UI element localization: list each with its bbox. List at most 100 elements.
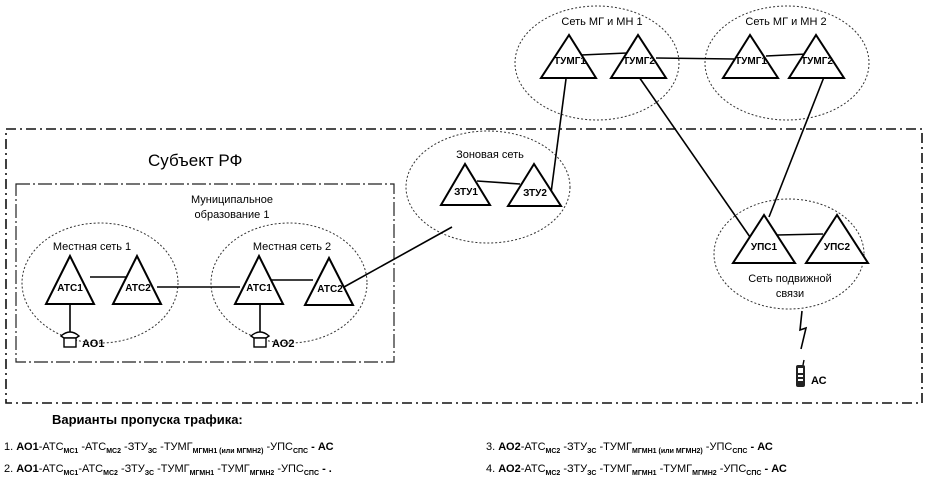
zonal-network-label: Зоновая сеть — [456, 149, 524, 161]
route-node: -ЗТУ — [560, 463, 588, 475]
route-number: 4. — [486, 463, 499, 475]
route-number: 2. — [4, 463, 17, 475]
route-4: 4. АО2-АТСМС2 -ЗТУЗС -ТУМГМГМН1 -ТУМГМГМ… — [486, 463, 787, 477]
route-node-subscript: МГМН2 — [249, 470, 275, 477]
route-2: 2. АО1-АТСМС1-АТСМС2 -ЗТУЗС -ТУМГМГМН1 -… — [4, 463, 332, 477]
route-node-subscript: МС2 — [106, 448, 121, 455]
route-node: -ЗТУ — [120, 441, 148, 453]
mgmn-network-1-area — [514, 5, 680, 121]
route-node: -АТС — [78, 441, 107, 453]
route-node-subscript: СПС — [732, 448, 748, 455]
route-node-subscript: ЗС — [147, 448, 158, 455]
route-node: -ТУМГ — [656, 463, 693, 475]
link-mgmn1-mobile — [638, 76, 751, 238]
route-node-subscript: ЗС — [587, 448, 597, 455]
node-mgmn2-tumg1: ТУМГ1 — [721, 33, 780, 79]
svg-text:ЗТУ2: ЗТУ2 — [523, 188, 547, 199]
mgmn-network-2-label: Сеть МГ и МН 2 — [745, 16, 826, 28]
route-node-subscript: МС2 — [545, 448, 561, 455]
route-node-subscript: МС2 — [545, 470, 561, 477]
route-end: - АС — [308, 441, 334, 453]
node-local1-atc1: АТС1 — [44, 253, 96, 305]
svg-text:АТС1: АТС1 — [57, 283, 83, 294]
route-node-subscript: СПС — [292, 448, 309, 455]
svg-text:ЗТУ1: ЗТУ1 — [454, 187, 478, 198]
mgmn-network-1-label: Сеть МГ и МН 1 — [561, 16, 642, 28]
mobile-network-area — [713, 198, 865, 310]
route-node-subscript: МГМН1 — [631, 470, 657, 477]
route-end: - АС — [761, 463, 787, 475]
mgmn-network-2-area — [704, 5, 870, 121]
link-zonal-mgmn1 — [550, 78, 567, 194]
route-end: - АС — [747, 441, 773, 453]
svg-text:АТС2: АТС2 — [317, 284, 343, 295]
route-node-subscript: МГМН1 — [189, 470, 215, 477]
node-zonal-zty1: ЗТУ1 — [439, 162, 492, 206]
svg-text:УПС2: УПС2 — [824, 242, 851, 253]
mobile-network-label-1: Сеть подвижной — [748, 273, 831, 285]
local-network-1-area — [21, 222, 179, 344]
svg-text:ТУМГ2: ТУМГ2 — [801, 56, 833, 67]
route-1: 1. АО1-АТСМС1 -АТСМС2 -ЗТУЗС -ТУМГМГМН1 … — [4, 441, 334, 455]
mobile-network-label-2: связи — [776, 288, 804, 300]
zonal-network-area — [405, 130, 571, 244]
route-node-subscript: МГМН2 — [692, 470, 717, 477]
municipality-boundary — [15, 183, 395, 363]
route-node: -УПС — [263, 441, 293, 453]
subscriber-ao2-label: АО2 — [272, 338, 294, 350]
telephone-icon-ao1 — [59, 331, 81, 348]
node-local1-atc2: АТС2 — [111, 253, 163, 305]
route-end: - . — [319, 463, 332, 475]
route-3: 3. АО2-АТСМС2 -ЗТУЗС -ТУМГМГМН1 (или МГМ… — [486, 441, 773, 455]
routes-title: Варианты пропуска трафика: — [52, 412, 243, 427]
node-mgmn1-tumg2: ТУМГ2 — [609, 33, 668, 79]
route-node-subscript: СПС — [746, 470, 762, 477]
link-tumg1-tumg2-mgmn2 — [765, 53, 808, 57]
svg-text:ТУМГ1: ТУМГ1 — [735, 56, 767, 67]
municipality-label-2: образование 1 — [195, 209, 270, 221]
route-start: АО2 — [498, 463, 521, 475]
mobile-phone-icon — [796, 359, 805, 387]
route-start: АО1 — [16, 441, 39, 453]
route-node: -ТУМГ — [157, 441, 193, 453]
node-zonal-zty2: ЗТУ2 — [506, 162, 563, 207]
svg-text:ТУМГ1: ТУМГ1 — [554, 56, 586, 67]
route-node-subscript: МС1 — [63, 470, 79, 477]
subject-rf-boundary — [5, 128, 923, 404]
route-node: -АТС — [520, 441, 546, 453]
route-number: 1. — [4, 441, 17, 453]
route-node: -АТС — [38, 463, 64, 475]
route-node: -УПС — [274, 463, 304, 475]
links — [69, 52, 825, 350]
route-node-subscript: МГМН1 (или МГМН2) — [631, 448, 703, 455]
node-local2-atc2: АТС2 — [303, 255, 355, 306]
node-mgmn2-tumg2: ТУМГ2 — [787, 33, 846, 79]
radio-link-icon — [799, 310, 808, 350]
route-number: 3. — [486, 441, 499, 453]
route-node: -ТУМГ — [154, 463, 190, 475]
route-node: -ЗТУ — [117, 463, 145, 475]
route-node: -ТУМГ — [596, 463, 632, 475]
node-mgmn1-tumg1: ТУМГ1 — [539, 33, 598, 79]
node-mobile-ups1: УПС1 — [731, 213, 797, 264]
route-node-subscript: МС1 — [63, 448, 79, 455]
svg-text:ТУМГ2: ТУМГ2 — [623, 56, 655, 67]
svg-text:АТС1: АТС1 — [246, 283, 272, 294]
route-node: -ЗТУ — [560, 441, 588, 453]
route-node-subscript: МГМН1 (или МГМН2) — [192, 448, 264, 455]
route-node-subscript: ЗС — [587, 470, 597, 477]
municipality-label-1: Муниципальное — [191, 194, 273, 206]
route-node: -ТУМГ — [214, 463, 250, 475]
link-tumg1-tumg2-mgmn1 — [580, 52, 628, 56]
route-node-subscript: СПС — [303, 470, 320, 477]
route-node: -УПС — [716, 463, 747, 475]
local-network-1-label: Местная сеть 1 — [53, 241, 131, 253]
route-start: АО2 — [498, 441, 521, 453]
traffic-routes: Варианты пропуска трафика: 1. АО1-АТСМС1… — [0, 412, 931, 493]
local-network-2-label: Местная сеть 2 — [253, 241, 331, 253]
node-local2-atc1: АТС1 — [233, 253, 285, 305]
subscriber-ac-label: АС — [811, 375, 827, 387]
route-node: -УПС — [702, 441, 733, 453]
link-mgmn1-mgmn2 — [655, 57, 735, 60]
